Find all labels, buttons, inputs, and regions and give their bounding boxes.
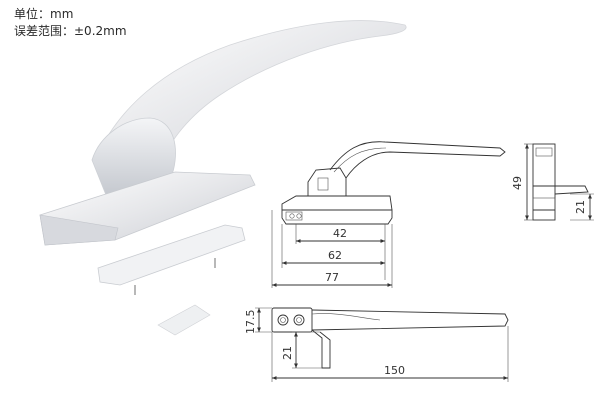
dim-42: 42 [333, 227, 347, 240]
handle-photo [39, 20, 407, 336]
top-view: 17.5 21 150 [244, 307, 509, 382]
side-view: 49 21 [511, 143, 594, 221]
unit-note: 单位：mm [14, 7, 74, 21]
dim-62: 62 [328, 249, 342, 262]
dim-21-side: 21 [574, 200, 587, 214]
dim-49: 49 [511, 176, 524, 190]
spec-notes: 单位：mm 误差范围：±0.2mm [14, 6, 127, 40]
front-view: 42 62 77 [271, 141, 506, 288]
dim-150: 150 [384, 364, 405, 377]
dim-21-top: 21 [281, 346, 294, 360]
tolerance-note: 误差范围：±0.2mm [14, 24, 127, 38]
dim-77: 77 [325, 271, 339, 284]
dim-17-5: 17.5 [244, 310, 257, 335]
